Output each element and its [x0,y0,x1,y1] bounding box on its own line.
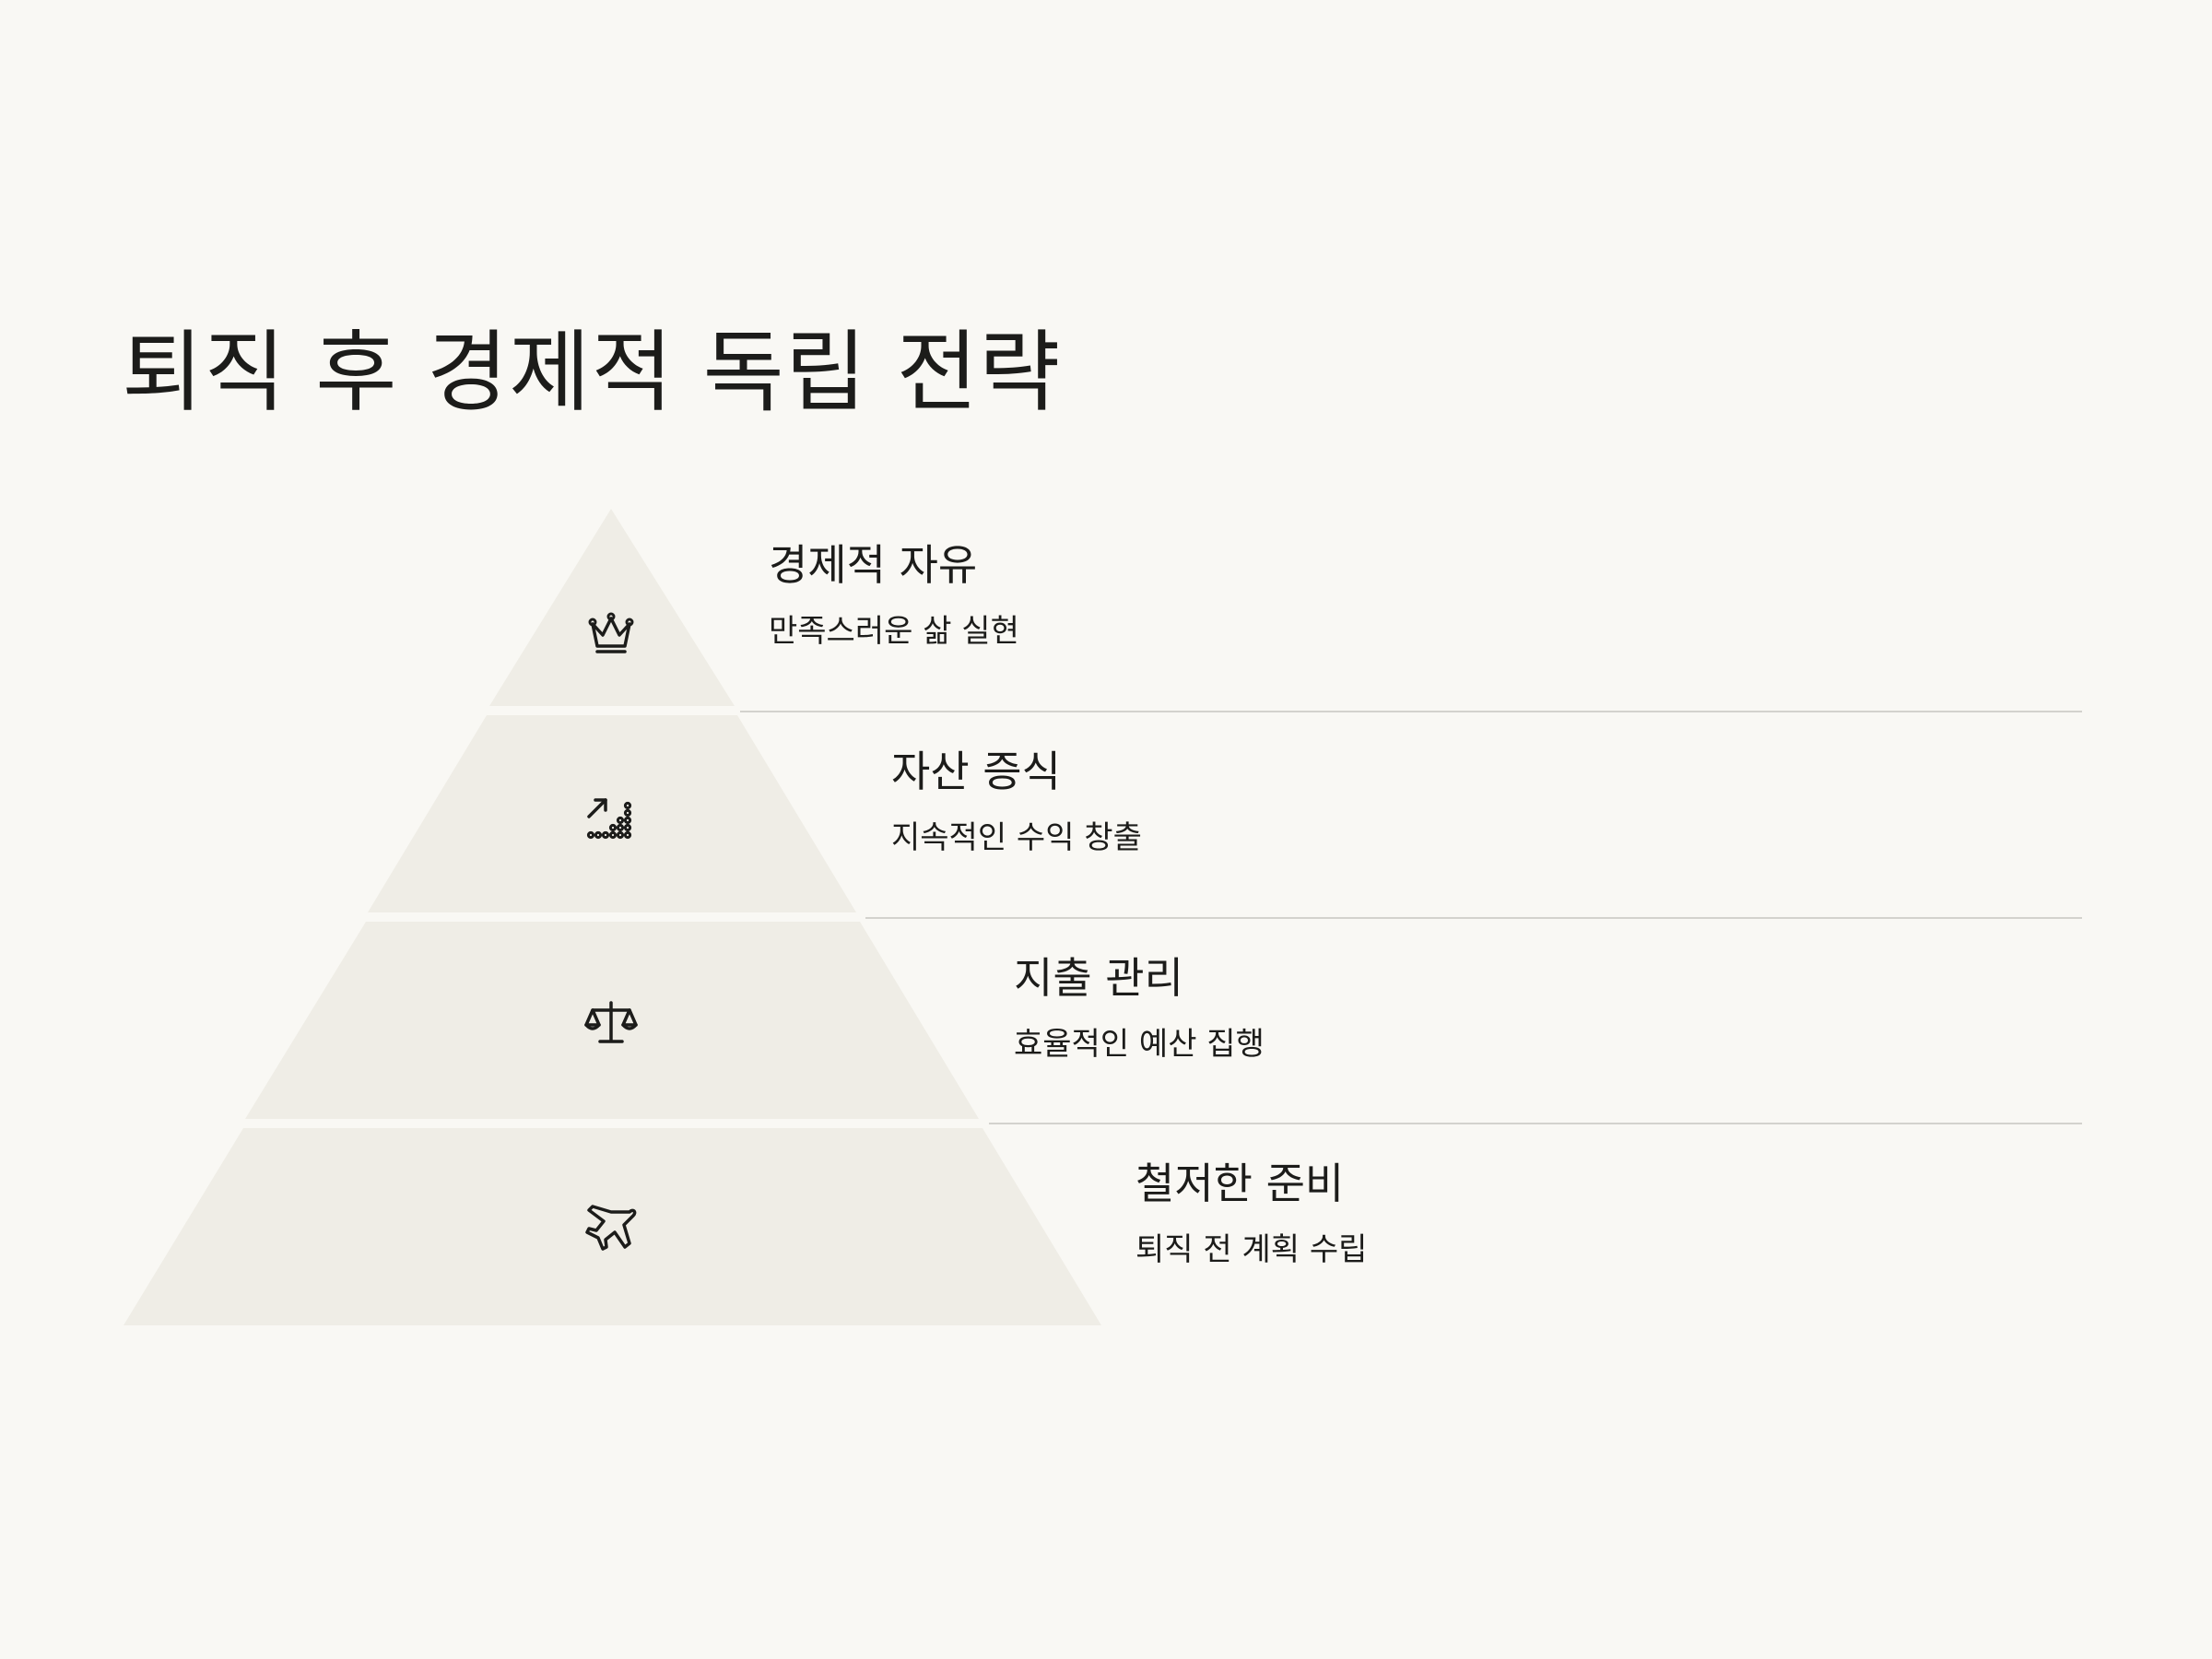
tier-2-title: 자산 증식 [891,747,1061,796]
tier-3-text: 지출 관리 효율적인 예산 집행 [1014,953,1265,1064]
tier-4-title: 철저한 준비 [1135,1159,1345,1208]
balance-scale-icon [582,994,641,1053]
growth-chart-icon [582,787,641,846]
tier-1-description: 만족스러운 삶 실현 [769,613,1019,651]
pyramid-tier-1 [489,509,735,706]
airplane-icon [582,1195,641,1254]
tier-4-text: 철저한 준비 퇴직 전 계획 수립 [1135,1159,1367,1269]
pyramid-tier-2 [368,715,856,912]
tier-1-title: 경제적 자유 [769,540,978,590]
tier-4-description: 퇴직 전 계획 수립 [1135,1231,1368,1269]
tier-2-description: 지속적인 수익 창출 [891,819,1142,857]
page-title: 퇴직 후 경제적 독립 전략 [122,321,1062,424]
tier-2-text: 자산 증식 지속적인 수익 창출 [891,747,1142,857]
tier-3-title: 지출 관리 [1014,953,1183,1003]
crown-icon [582,604,641,663]
tier-1-text: 경제적 자유 만족스러운 삶 실현 [769,540,1019,651]
pyramid-tier-4 [124,1128,1101,1325]
tier-3-description: 효율적인 예산 집행 [1014,1026,1265,1064]
